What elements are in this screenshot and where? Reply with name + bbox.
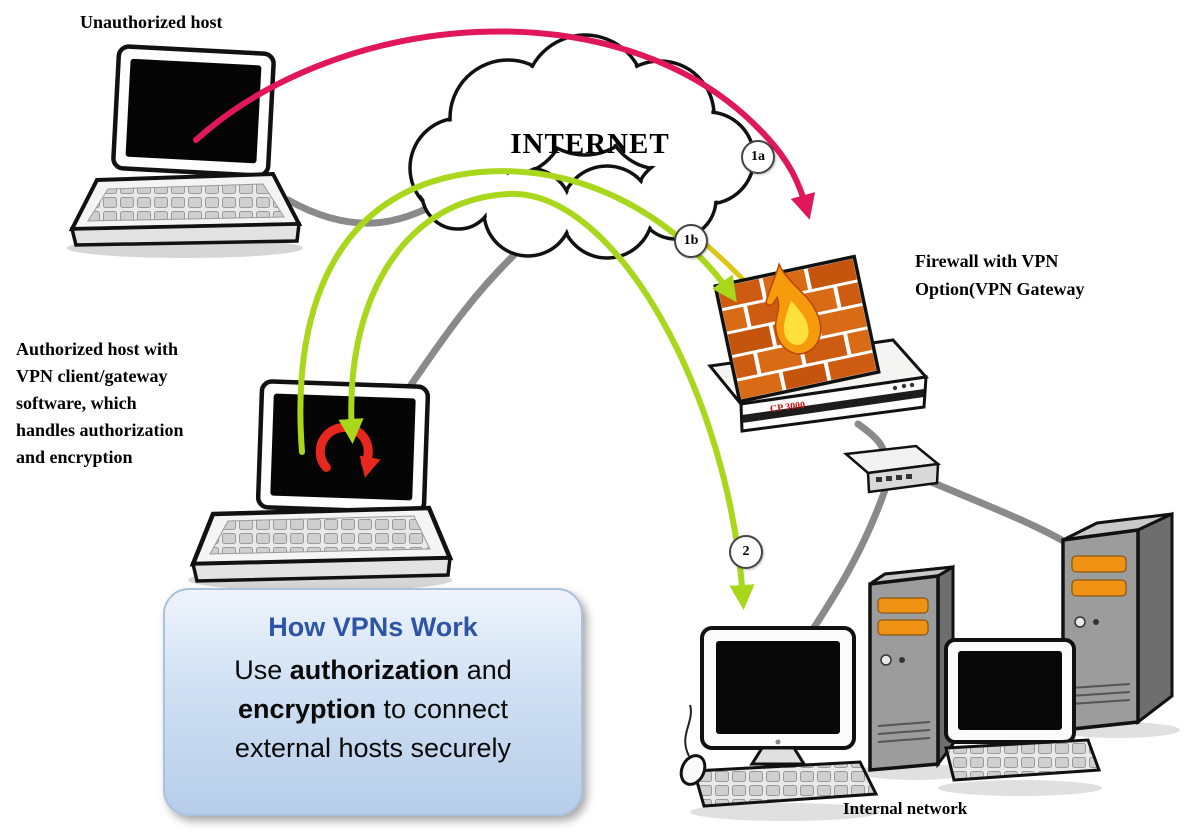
desktop-monitor-left: [679, 626, 880, 821]
internal-network-label: Internal network: [843, 799, 968, 818]
infobox-seg-encryption: encryption: [237, 694, 376, 725]
infobox-seg-use: Use: [234, 655, 290, 685]
server-tower-right: [1056, 511, 1180, 738]
infobox-title: How VPNs Work: [268, 612, 478, 642]
infobox-seg-and: and: [459, 655, 512, 685]
flame-icon: [765, 262, 822, 355]
desktop-monitor-right: [938, 638, 1102, 796]
vpn-arrow-2: [338, 190, 755, 611]
infobox-body: Use authorization and encryption to conn…: [165, 651, 581, 768]
internet-label: INTERNET: [510, 128, 670, 160]
step-badge-2: 2: [729, 535, 763, 569]
unauthorized-host-label: Unauthorized host: [80, 12, 223, 32]
infobox-seg-connect: to connect: [375, 694, 509, 725]
attack-arrow-1a: [193, 28, 816, 220]
infobox-seg-tail: external hosts securely: [234, 733, 512, 764]
firewall-gateway-label: Firewall with VPN Option(VPN Gateway: [915, 251, 1085, 299]
mouse: [679, 704, 707, 786]
keyboard-left: [692, 760, 879, 808]
authorized-host-label: Authorized host with VPN client/gateway …: [16, 339, 184, 467]
vpn-arrow-1b: [297, 168, 737, 455]
firewall-wall: [713, 254, 881, 404]
step-badge-1b: 1b: [674, 224, 708, 258]
keyboard-right: [944, 738, 1102, 782]
infobox-seg-authorization: authorization: [289, 655, 460, 685]
unauthorized-laptop: [67, 44, 303, 258]
server-tower-left: [857, 564, 973, 780]
how-vpns-work-infobox: How VPNs Work Use authorization and encr…: [163, 588, 583, 816]
lan-switch: [843, 444, 942, 494]
step-badge-1a: 1a: [741, 140, 775, 174]
